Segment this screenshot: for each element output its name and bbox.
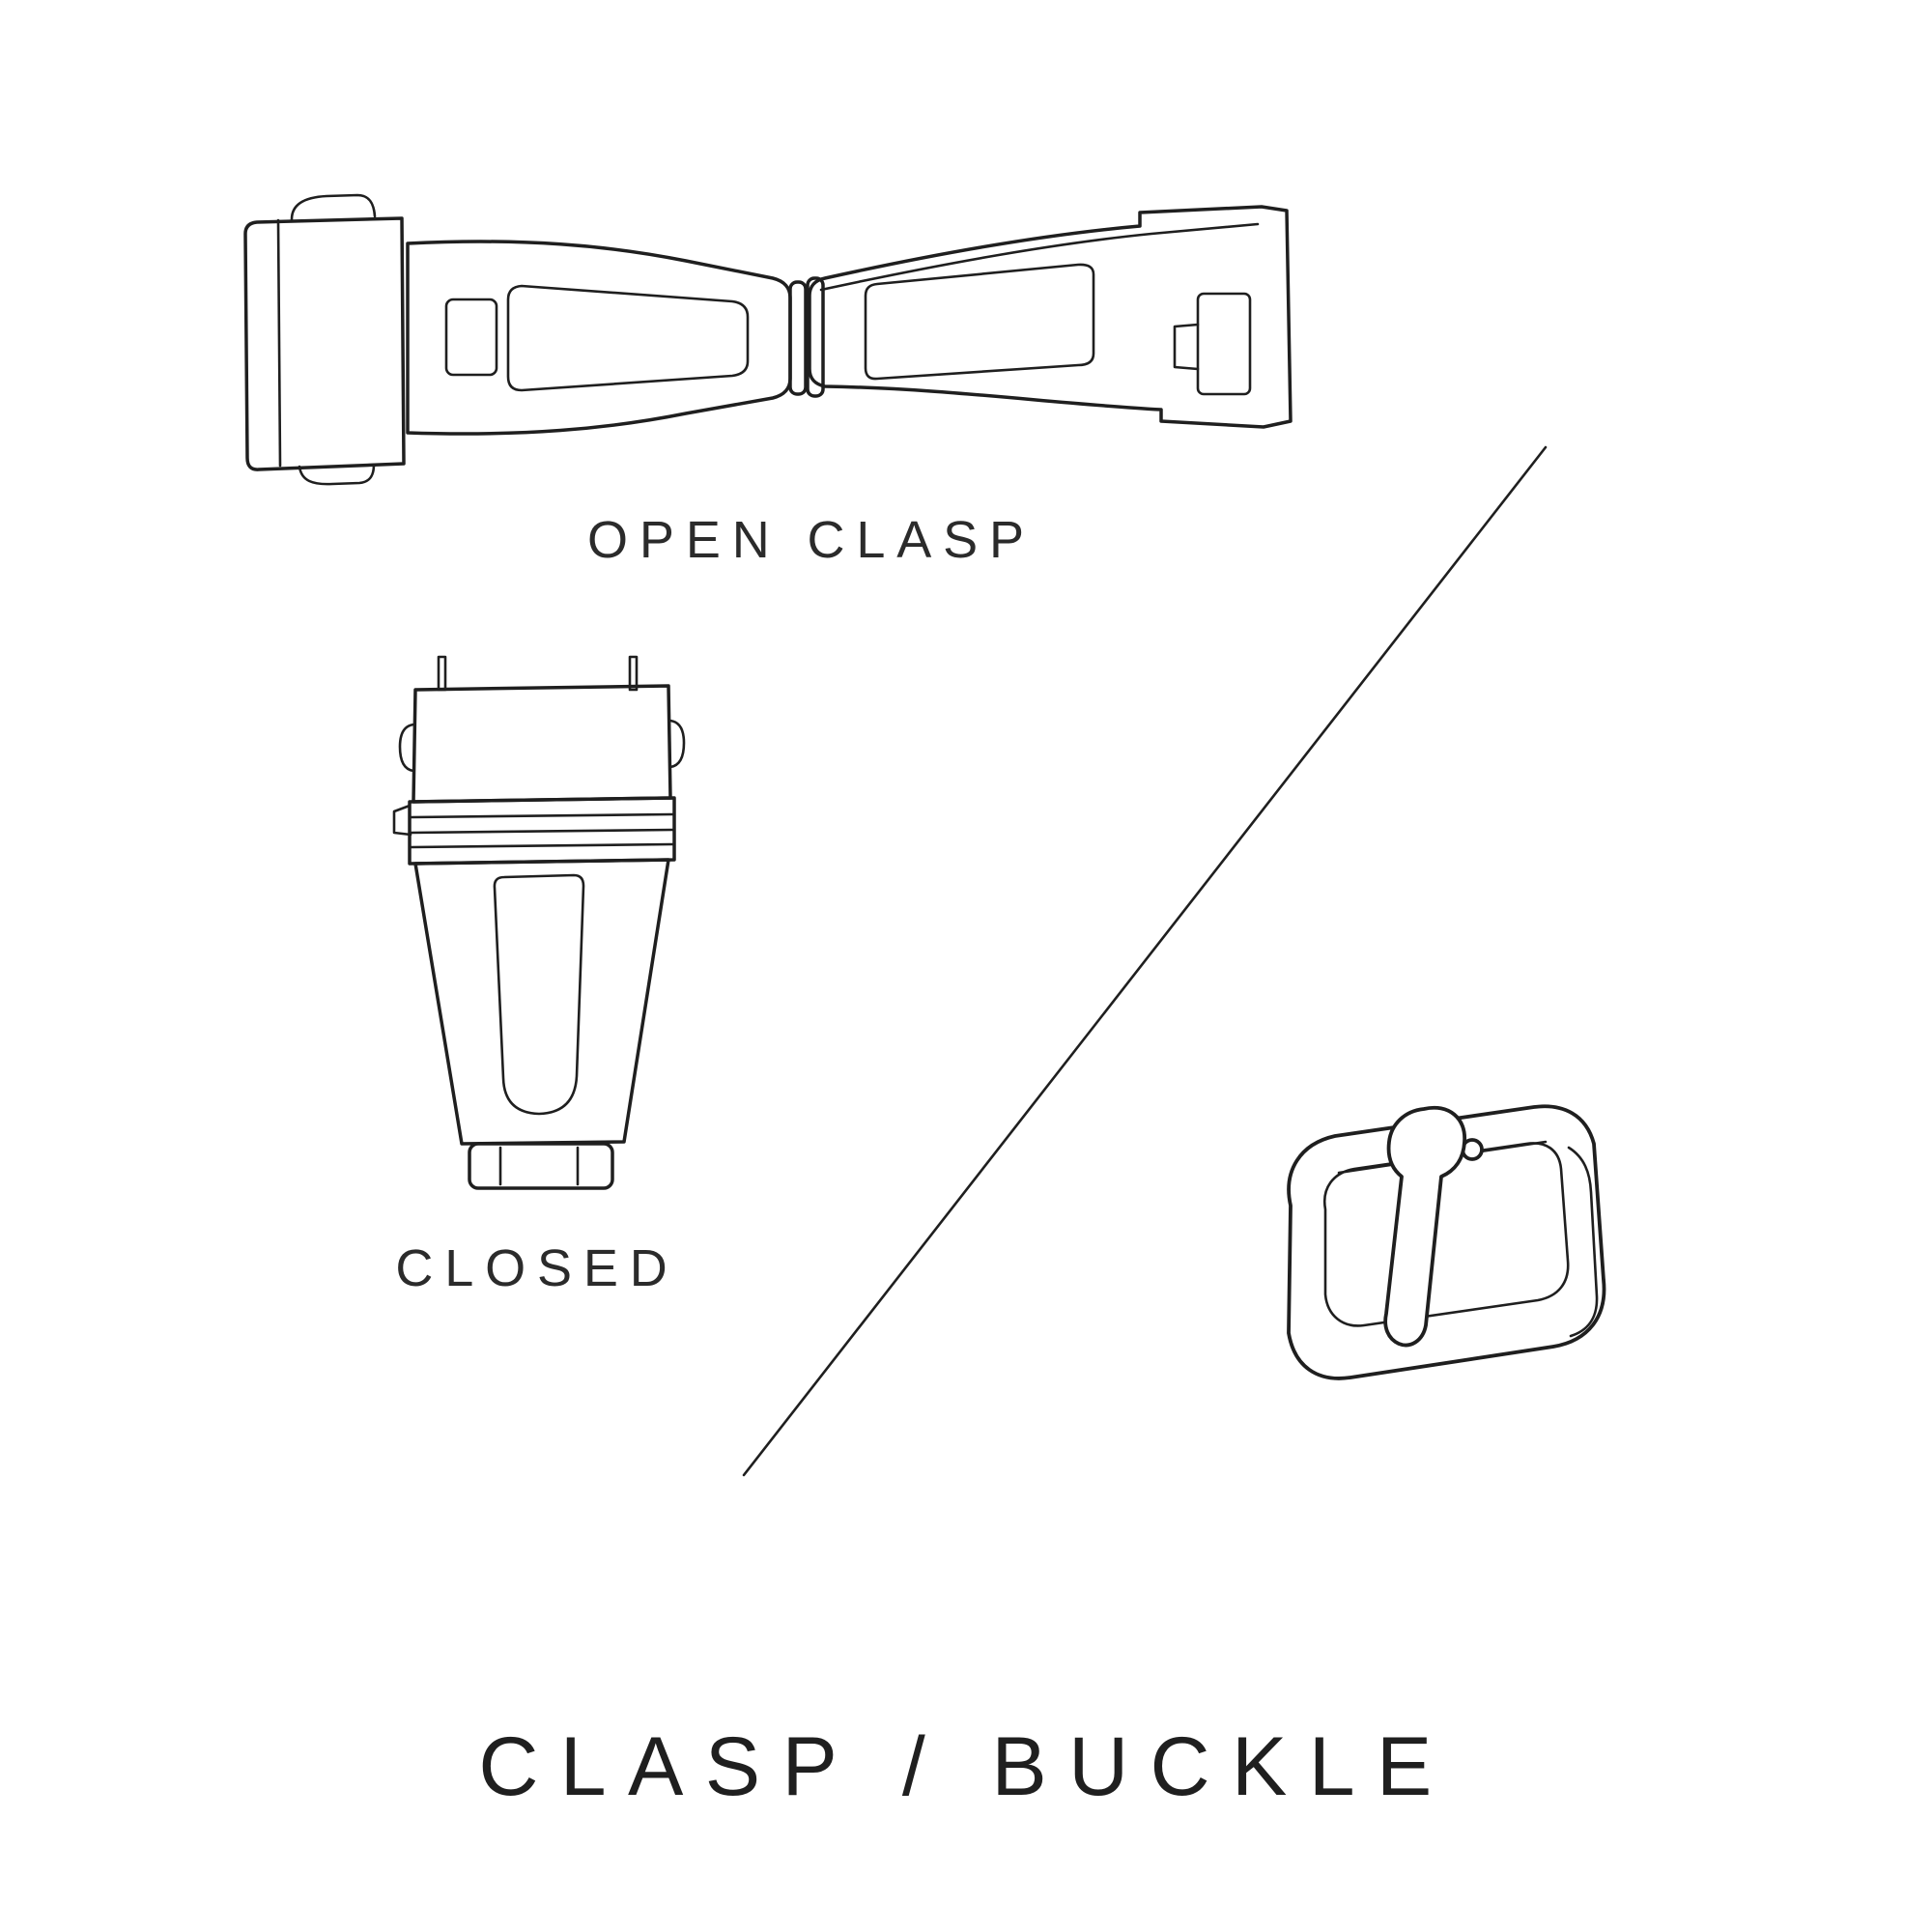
buckle-illustration (1287, 1104, 1606, 1380)
closed-clasp-illustration (392, 655, 686, 1190)
closed-clasp-top-box (398, 684, 686, 804)
clasp-right-arm (808, 205, 1293, 429)
closed-clasp-hinge-band (392, 796, 676, 866)
buckle-frame (1287, 1104, 1606, 1380)
closed-clasp-end-cap (468, 1142, 614, 1190)
clasp-hinge (788, 276, 825, 398)
open-clasp-illustration (243, 193, 1293, 486)
closed-clasp-prongs (437, 655, 639, 692)
buckle-tang (1383, 1105, 1466, 1348)
clasp-left-cover (243, 193, 406, 486)
page-title: CLASP / BUCKLE (478, 1720, 1454, 1813)
clasp-left-arm (406, 240, 792, 436)
closed-clasp-body (413, 858, 670, 1146)
closed-label: CLOSED (395, 1239, 679, 1297)
open-clasp-label: OPEN CLASP (587, 511, 1036, 569)
divider-line (742, 445, 1548, 1477)
